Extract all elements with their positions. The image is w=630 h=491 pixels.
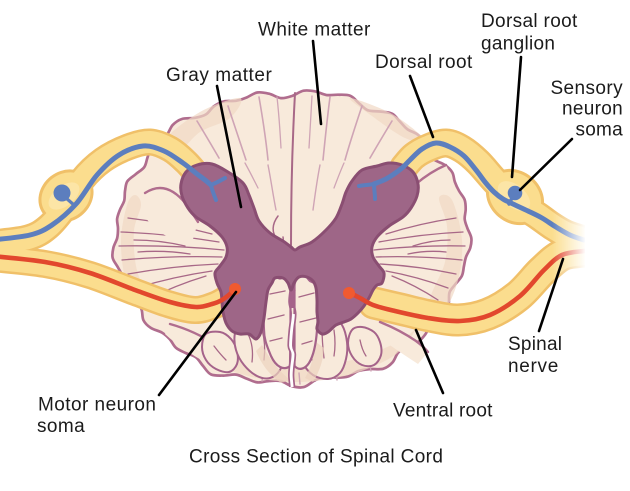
svg-text:Motor neuron: Motor neuron <box>38 395 156 416</box>
svg-text:soma: soma <box>575 120 623 141</box>
svg-text:Dorsal root: Dorsal root <box>375 52 473 73</box>
svg-text:Cross Section of Spinal Cord: Cross Section of Spinal Cord <box>189 447 443 468</box>
svg-text:ganglion: ganglion <box>481 34 555 55</box>
svg-text:Spinal: Spinal <box>508 334 562 355</box>
svg-text:Gray matter: Gray matter <box>166 65 272 86</box>
svg-text:Ventral root: Ventral root <box>393 401 493 422</box>
svg-text:Dorsal root: Dorsal root <box>481 11 578 32</box>
svg-text:soma: soma <box>37 416 85 437</box>
svg-text:nerve: nerve <box>508 356 559 377</box>
svg-text:Sensory: Sensory <box>550 78 623 99</box>
svg-text:White matter: White matter <box>258 20 371 41</box>
svg-text:neuron: neuron <box>562 99 623 120</box>
